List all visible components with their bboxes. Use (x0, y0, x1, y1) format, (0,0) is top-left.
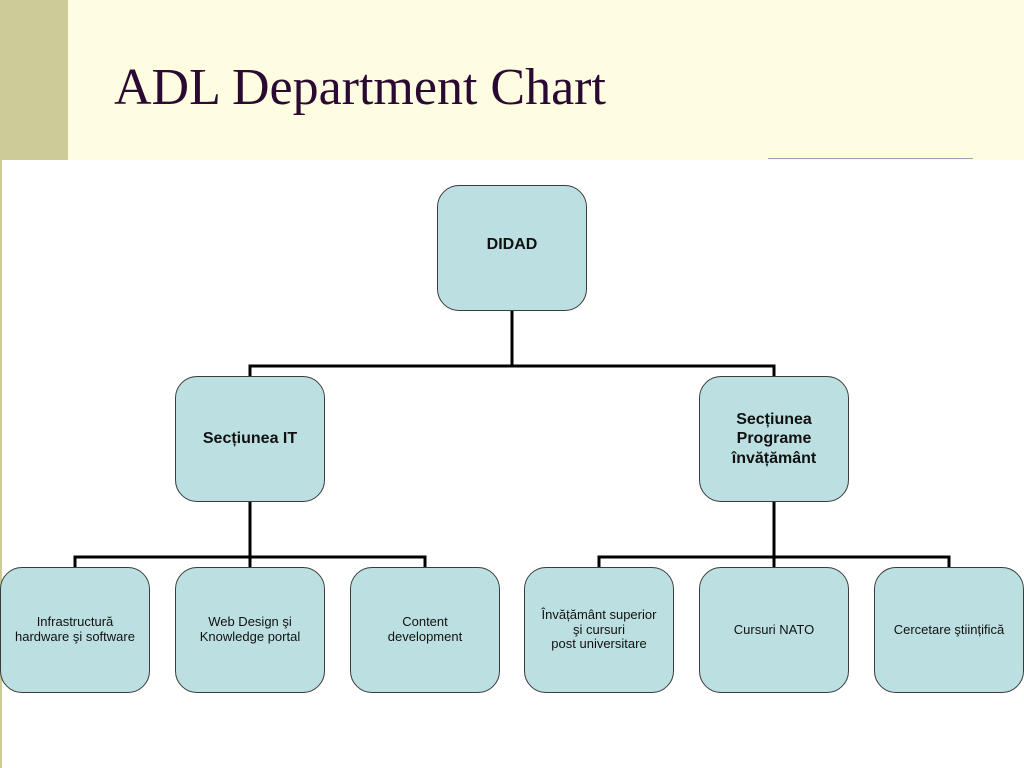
org-node-content-development: Content development (350, 567, 500, 693)
org-node-label: Content development (387, 614, 463, 644)
left-edge-rule (0, 160, 2, 768)
org-node-cercetare-stiintifica: Cercetare ştiințifică (874, 567, 1024, 693)
org-node-cursuri-nato: Cursuri NATO (699, 567, 849, 693)
title-underline (768, 158, 973, 159)
org-node-infrastructura: Infrastructură hardware şi software (0, 567, 150, 693)
org-node-label: Cursuri NATO (733, 621, 815, 637)
slide-title: ADL Department Chart (114, 59, 606, 116)
org-node-label: Infrastructură hardware şi software (15, 614, 135, 644)
org-node-label: Învățământ superior şi cursuri post univ… (541, 606, 657, 652)
org-node-invatamant-superior: Învățământ superior şi cursuri post univ… (524, 567, 674, 693)
org-node-sectiunea-programe: Secțiunea Programe învățământ (699, 376, 849, 502)
org-node-didad: DIDAD (437, 185, 587, 311)
accent-strip (0, 0, 68, 160)
org-node-label: Secțiunea IT (202, 430, 298, 448)
org-node-label: Cercetare ştiințifică (893, 621, 1005, 637)
org-node-web-design: Web Design şi Knowledge portal (175, 567, 325, 693)
org-node-label: Web Design şi Knowledge portal (199, 614, 301, 644)
org-node-label: Secțiunea Programe învățământ (731, 411, 817, 467)
org-node-label: DIDAD (486, 236, 538, 253)
org-node-sectiunea-it: Secțiunea IT (175, 376, 325, 502)
title-header-band (0, 0, 1024, 160)
